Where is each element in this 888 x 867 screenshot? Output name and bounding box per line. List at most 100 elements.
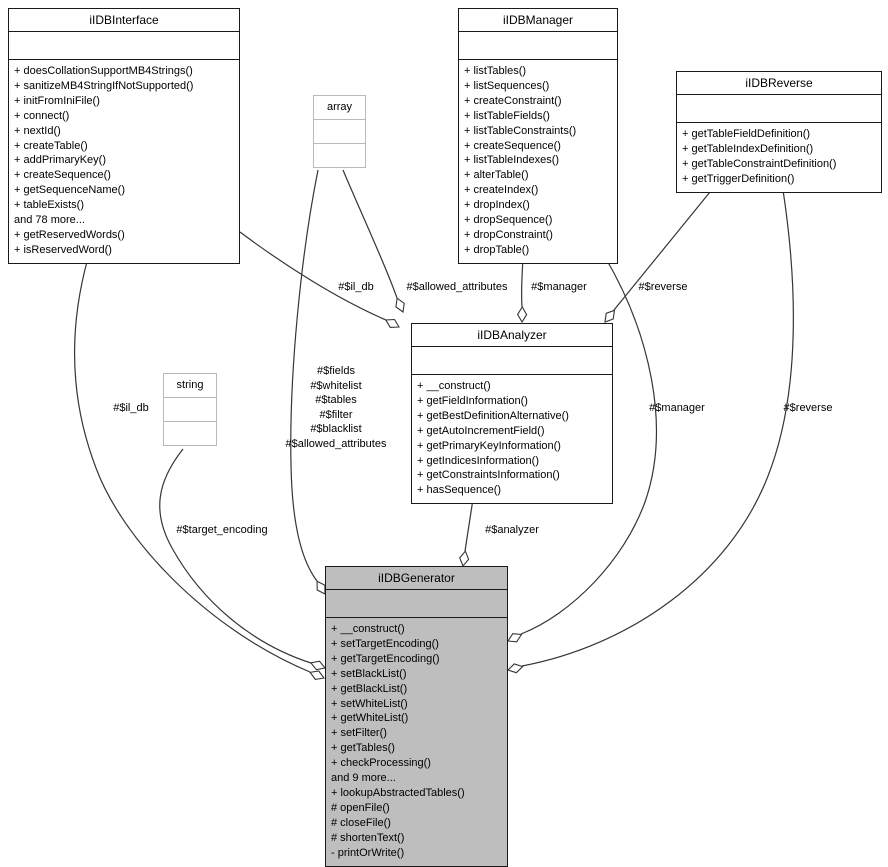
method-item: + listTableConstraints() — [464, 124, 577, 137]
class-title: iIDBReverse — [677, 72, 881, 95]
method-item: + isReservedWord() — [14, 243, 112, 256]
type-title: array — [314, 96, 365, 120]
edge-allowed-attributes-array-to-analyzer — [342, 169, 398, 299]
aggregation-diamond-reverse-generator — [506, 663, 524, 674]
method-item: + dropSequence() — [464, 214, 553, 227]
method-item: + doesCollationSupportMB4Strings() — [14, 65, 193, 77]
method-item: + getTableConstraintDefinition() — [682, 157, 837, 170]
attributes-compartment — [314, 120, 365, 144]
method-item: + getIndicesInformation() — [417, 454, 539, 467]
type-title: string — [164, 374, 216, 398]
method-item: + getTableIndexDefinition() — [682, 142, 814, 155]
edge-label-line: #$fields — [317, 365, 355, 377]
method-item: + getReservedWords() — [14, 228, 125, 241]
class-node-iidbinterface[interactable]: iIDBInterface + doesCollationSupportMB4S… — [8, 8, 240, 264]
methods-compartment: + doesCollationSupportMB4Strings() + sani… — [9, 60, 239, 263]
method-item: + getTriggerDefinition() — [682, 172, 795, 185]
method-item: # shortenText() — [331, 831, 405, 844]
aggregation-diamond-manager-analyzer — [516, 305, 528, 324]
edge-reverse-reverse-to-generator — [521, 189, 794, 667]
method-item: + setWhiteList() — [331, 697, 408, 710]
method-item: + createConstraint() — [464, 94, 562, 107]
method-item: + getPrimaryKeyInformation() — [417, 439, 561, 452]
edge-fields-array-to-generator — [290, 169, 319, 582]
aggregation-diamond-analyzer-generator — [459, 550, 470, 568]
edge-analyzer-analyzer-to-generator — [464, 498, 474, 552]
attributes-compartment — [9, 32, 239, 60]
method-item: + getTableFieldDefinition() — [682, 128, 811, 140]
method-item: + dropTable() — [464, 243, 530, 256]
edge-manager-manager-to-analyzer — [520, 257, 524, 308]
class-node-iidbanalyzer[interactable]: iIDBAnalyzer + __construct() + getFieldIn… — [411, 323, 613, 505]
edge-label-line: #$blacklist — [310, 423, 362, 435]
attributes-compartment — [459, 32, 617, 60]
method-item: + getWhiteList() — [331, 712, 409, 725]
method-item: + __construct() — [417, 380, 491, 392]
method-item: and 78 more... — [14, 214, 85, 227]
edge-label-target-encoding: #$target_encoding — [176, 524, 268, 536]
methods-compartment: + __construct() + setTargetEncoding() + ge… — [326, 618, 507, 866]
methods-compartment: + getTableFieldDefinition() + getTableInd… — [677, 123, 881, 192]
method-item: + alterTable() — [464, 169, 529, 182]
class-title: iIDBAnalyzer — [412, 324, 612, 347]
method-item: + dropConstraint() — [464, 228, 553, 241]
edge-label-manager-generator: #$manager — [649, 402, 705, 414]
method-item: + setFilter() — [331, 727, 387, 740]
method-item: + lookupAbstractedTables() — [331, 786, 465, 799]
method-item: + dropIndex() — [464, 199, 530, 212]
edge-label-reverse-generator: #$reverse — [783, 402, 833, 414]
method-item: + setBlackList() — [331, 667, 407, 680]
aggregation-diamond-fields-generator — [316, 580, 326, 595]
edge-manager-manager-to-generator — [520, 256, 658, 635]
edge-label-line: #$tables — [315, 394, 357, 406]
edge-label-reverse-analyzer: #$reverse — [638, 281, 688, 293]
aggregation-diamond-reverse-analyzer — [604, 309, 616, 323]
aggregation-diamond-il-db-analyzer — [384, 318, 400, 329]
methods-compartment: + listTables() + listSequences() + createC… — [459, 60, 617, 263]
edge-label-allowed-attributes-analyzer: #$allowed_attributes — [406, 281, 508, 293]
type-node-string: string — [163, 373, 217, 446]
method-item: + listTables() — [464, 65, 527, 77]
class-title: iIDBInterface — [9, 9, 239, 32]
method-item: + getTables() — [331, 742, 395, 755]
method-item: + createSequence() — [464, 139, 561, 152]
method-item: + listTableIndexes() — [464, 154, 560, 167]
method-item: - printOrWrite() — [331, 846, 405, 859]
edge-label-line: #$whitelist — [310, 379, 362, 392]
method-item: + createIndex() — [464, 184, 539, 197]
edge-label-line: #$filter — [319, 408, 353, 421]
class-node-iidbreverse[interactable]: iIDBReverse + getTableFieldDefinition()+… — [676, 71, 882, 193]
method-item: + getBlackList() — [331, 682, 408, 695]
attributes-compartment — [326, 590, 507, 618]
method-item: + getTargetEncoding() — [331, 652, 440, 665]
method-item: + createTable() — [14, 139, 88, 152]
method-item: + __construct() — [331, 623, 405, 635]
attributes-compartment — [164, 398, 216, 422]
class-node-iidbgenerator-current: iIDBGenerator + __construct()+ setTarget… — [325, 566, 508, 867]
methods-compartment: + __construct() + getFieldInformation() + … — [412, 375, 612, 503]
method-item: and 9 more... — [331, 772, 396, 785]
method-item: + getSequenceName() — [14, 184, 125, 197]
edge-label-manager-analyzer: #$manager — [531, 281, 587, 293]
attributes-compartment — [677, 95, 881, 123]
class-node-iidbmanager[interactable]: iIDBManager + listTables()+ listSequence… — [458, 8, 618, 264]
method-item: + getConstraintsInformation() — [417, 469, 560, 482]
edge-label-il-db-generator: #$il_db — [113, 402, 149, 414]
type-node-array: array — [313, 95, 366, 168]
method-item: + setTargetEncoding() — [331, 637, 439, 650]
aggregation-diamond-allowed-attributes — [395, 297, 405, 313]
method-item: + getAutoIncrementField() — [417, 424, 545, 437]
method-item: + sanitizeMB4StringIfNotSupported() — [14, 79, 194, 92]
method-item: + tableExists() — [14, 199, 84, 212]
methods-compartment — [164, 422, 216, 445]
edge-label-analyzer: #$analyzer — [485, 524, 539, 536]
method-item: + createSequence() — [14, 169, 111, 182]
method-item: + connect() — [14, 109, 70, 122]
method-item: + checkProcessing() — [331, 757, 431, 770]
method-item: + listSequences() — [464, 79, 550, 92]
method-item: + getFieldInformation() — [417, 394, 528, 407]
edge-label-array-generator-members: #$fields #$whitelist #$tables #$filter #$bla… — [286, 364, 387, 451]
method-item: + getBestDefinitionAlternative() — [417, 409, 569, 422]
method-item: + addPrimaryKey() — [14, 154, 107, 167]
